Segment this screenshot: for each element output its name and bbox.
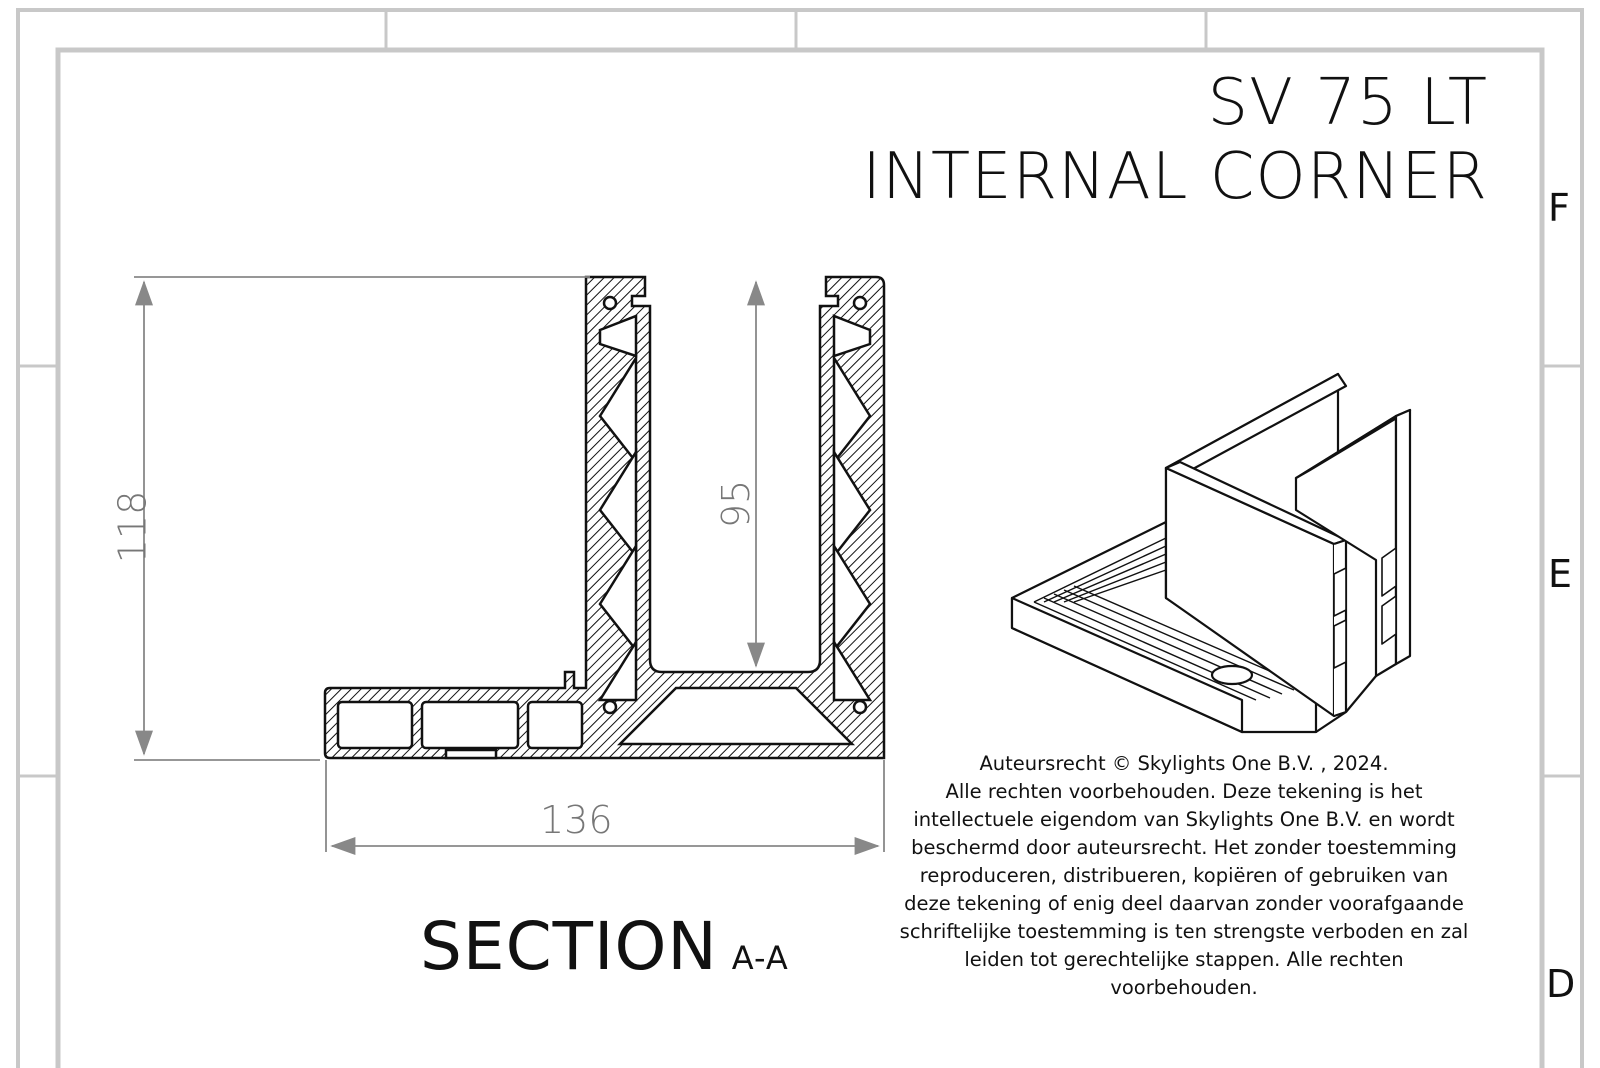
zone-label-e: E bbox=[1548, 552, 1573, 596]
section-profile bbox=[323, 275, 886, 760]
title-line-1: SV 75 LT bbox=[1207, 66, 1488, 140]
copyright-line: voorbehouden. bbox=[1110, 976, 1258, 999]
dimension-width-total: 136 bbox=[540, 798, 613, 842]
profile-bottom-slot bbox=[444, 748, 498, 760]
section-title: SECTION A-A bbox=[420, 908, 789, 985]
section-name: A-A bbox=[731, 939, 789, 977]
dimension-glass-channel-depth: 95 bbox=[714, 479, 759, 529]
section-label: SECTION bbox=[420, 908, 718, 985]
copyright-line: deze tekening of enig deel daarvan zonde… bbox=[904, 892, 1464, 915]
copyright-line: reproduceren, distribueren, kopiëren of … bbox=[919, 864, 1449, 887]
zone-label-d: D bbox=[1546, 962, 1576, 1006]
dimension-lines bbox=[134, 276, 885, 855]
copyright-line: Auteursrecht © Skylights One B.V. , 2024… bbox=[979, 752, 1389, 775]
copyright-notice: Auteursrecht © Skylights One B.V. , 2024… bbox=[884, 750, 1484, 1002]
copyright-line: schriftelijke toestemming is ten strengs… bbox=[899, 920, 1469, 943]
copyright-line: beschermd door auteursrecht. Het zonder … bbox=[911, 836, 1457, 859]
zone-label-f: F bbox=[1548, 186, 1570, 230]
copyright-line: leiden tot gerechtelijke stappen. Alle r… bbox=[964, 948, 1404, 971]
dimension-height-total: 118 bbox=[110, 490, 155, 564]
profile-voids bbox=[336, 295, 873, 750]
isometric-view bbox=[1010, 372, 1412, 734]
sheet-frame bbox=[16, 8, 1584, 1068]
title-line-2: INTERNAL CORNER bbox=[862, 140, 1488, 214]
copyright-line: Alle rechten voorbehouden. Deze tekening… bbox=[945, 780, 1423, 803]
copyright-line: intellectuele eigendom van Skylights One… bbox=[913, 808, 1455, 831]
